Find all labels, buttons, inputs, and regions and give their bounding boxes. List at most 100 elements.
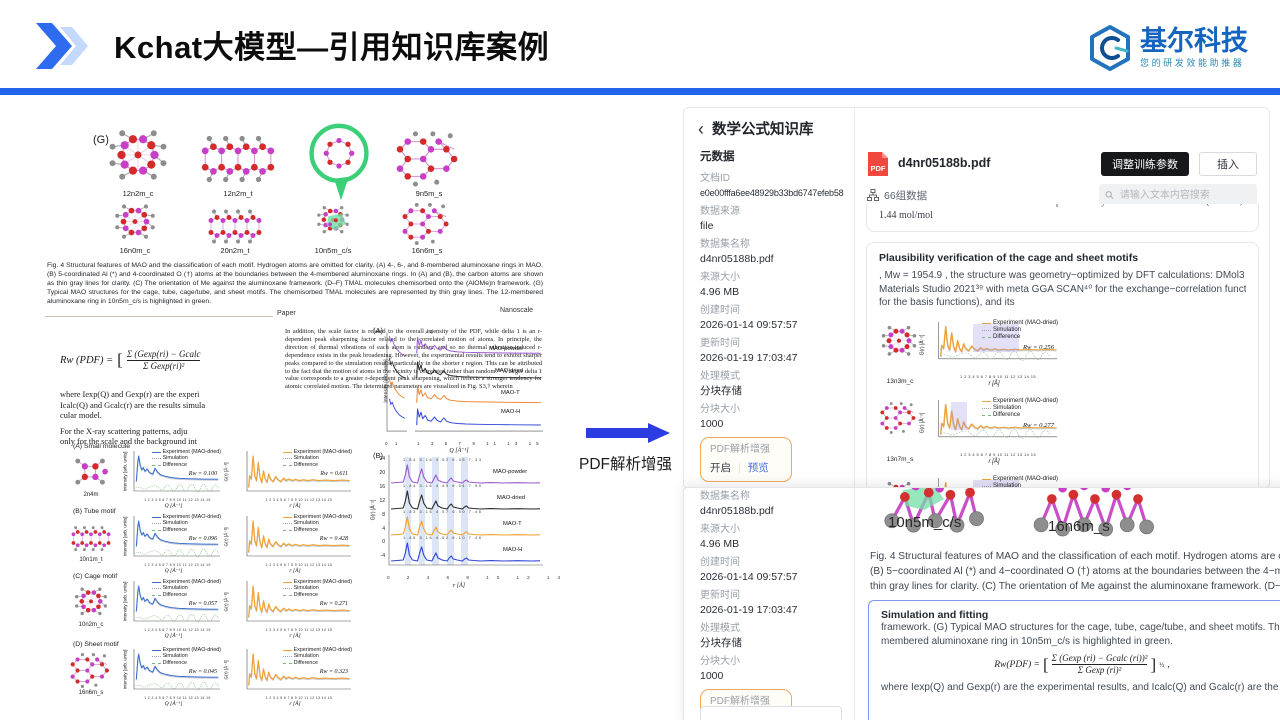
logo-name: 基尔科技	[1140, 26, 1248, 56]
molecule-13n7m_s-icon	[880, 401, 916, 434]
rw-value: Rw = 0.277	[1022, 421, 1054, 429]
paper-column-2: In addition, the scale factor is related…	[285, 328, 542, 391]
kb-panel-bottom: 数据集名称 d4nr05188b.pdf 来源大小 4.96 MB 创建时间 2…	[683, 487, 1280, 720]
divider: |	[738, 462, 741, 474]
mol-label: 16n0m_c	[119, 246, 151, 255]
curve-label: MAO-dried	[495, 368, 524, 374]
chunk-card[interactable]: Plausibility verification of the cage an…	[866, 242, 1259, 488]
fit-row-d: (D) Sheet motif 16n6m_s Intensity [arb. …	[45, 641, 390, 707]
pdf-chart: G(r) [Å⁻²] Experiment (MAO-dried)	[919, 319, 1058, 387]
logo-tagline: 您的研发效能助推器	[1140, 58, 1245, 68]
x-ticks: 1 2 3 4 5 6 7 8 9 10 11 12 13 14 15	[265, 498, 333, 502]
mol-label: 16n6m_s	[78, 690, 104, 696]
molecule-16n6m_s-icon	[70, 652, 110, 689]
mol-label: 20n2m_t	[220, 246, 250, 255]
molecule-13n3m_c-icon	[881, 325, 917, 356]
preview-link[interactable]: 预览	[747, 462, 769, 474]
field-process-mode: 处理模式 分块存储	[700, 371, 742, 397]
insert-button[interactable]: 插入	[1199, 152, 1257, 176]
kb-main: 10n5m_c/s 16n6m_s Fig. 4 Structural feat…	[866, 488, 1280, 720]
field-source-size: 来源大小 4.96 MB	[700, 524, 740, 550]
panel-tag: (A)	[373, 326, 383, 335]
arrow-label: PDF解析增强	[579, 456, 673, 473]
row-tag: (C) Cage motif	[73, 573, 118, 580]
formula-prefix: Rw (PDF) =	[60, 354, 114, 366]
molecule-10n1m_t-icon	[71, 525, 111, 552]
pdf-chart: G(r) [Å⁻²] Experiment (MAO-dried) Simula…	[223, 647, 352, 707]
x-ticks: 0 1	[385, 441, 401, 446]
pdf-chart: G(r) [Å⁻²] Experiment (MAO-dried)	[929, 476, 1059, 488]
curve-label: MAO-T	[501, 390, 520, 396]
field-dataset-name: 数据集名称 d4nr05188b.pdf	[700, 491, 774, 517]
chunk-title: Plausibility verification of the cage an…	[879, 252, 1139, 264]
field-doc-id: 文档ID e0e00fffa6ee48929b33bd6747efeb58	[700, 173, 844, 198]
data-count-row: 66组数据	[867, 184, 927, 206]
pdf-chart: G(r) [Å⁻²] Experiment (MAO-dried)	[919, 397, 1058, 465]
mol-label: 16n6m_s	[1048, 518, 1110, 535]
rw-formula: Rw(PDF) = [ Σ (Gexp (ri) − Gcalc (ri))² …	[994, 653, 1170, 675]
x-axis-label: Q [Å⁻¹]	[164, 503, 183, 509]
y-ticks: 24 20 16 12 8 4 0 -4	[379, 456, 385, 560]
xrd-chart: Intensity [arb. units] Experiment (MAO-d…	[122, 514, 221, 574]
xrd-chart: Intensity [arb. units] Experiment (MAO-d…	[122, 449, 222, 509]
x-ticks: 1 3 5 7 9 11 13 15	[417, 441, 544, 446]
paper-screenshot: (G) 12n2m_c 12n2m_t 9n5m_s 16n0m_c 20n2m…	[45, 112, 569, 712]
kb-sidebar: 数据集名称 d4nr05188b.pdf 来源大小 4.96 MB 创建时间 2…	[700, 491, 852, 720]
peak-labels: 1.84 3.16 4.49 6.04 7.50	[403, 484, 483, 488]
mol-label: 12n2m_t	[223, 189, 253, 198]
x-axis-label: r [Å]	[289, 503, 301, 509]
field-updated: 更新时间 2026-01-19 17:03:47	[700, 590, 798, 616]
chunk-card[interactable]: sheet model was created that matches the…	[866, 204, 1259, 232]
pdf-chart: G(r) [Å⁻²] Experiment (MAO-dried) Simula…	[223, 579, 352, 639]
mol-label: 10n5m_c/s	[888, 514, 962, 531]
rw-formula: Rw (PDF) = [ Σ (Gexp(ri) − Gcalc Σ Gexp(…	[60, 338, 276, 382]
search-input[interactable]	[1117, 188, 1251, 202]
peak-labels: 1.85 3.16 4.52 6.10 7.46	[403, 536, 483, 540]
row-tag: (A) Small molecule	[73, 443, 131, 450]
mol-label: 10n1m_t	[79, 557, 103, 563]
field-created: 创建时间 2026-01-14 09:57:57	[700, 557, 798, 583]
fit-row-c: (C) Cage motif 10n2m_c Intensity [arb. u…	[45, 573, 390, 639]
field-source: 数据来源 file	[700, 206, 740, 232]
legend: Experiment (MAO-dried) Simulation Differ…	[151, 449, 221, 468]
mol-label: 13n3m_c	[886, 377, 914, 385]
metadata-title: 元数据	[700, 151, 735, 163]
mol-label: 12n2m_c	[122, 189, 154, 198]
pdf-enhance-box: PDF解析增强 开启|预览	[700, 437, 792, 482]
logo: 基尔科技 您的研发效能助推器	[1086, 24, 1248, 72]
curve-label: MAO-powder	[489, 346, 524, 352]
dataset-branch-icon	[867, 189, 879, 201]
back-chevron-icon[interactable]: ‹	[698, 118, 704, 139]
molecule-10n5m_cs-icon	[293, 198, 373, 246]
logo-text-block: 基尔科技 您的研发效能助推器	[1140, 27, 1248, 69]
stack-chart-b: (B) 24 20 16 12 8 4 0 -4 G(r) [Å⁻²] 1.84…	[370, 451, 569, 589]
highlight-band	[973, 479, 1019, 488]
field-process-mode: 处理模式 分块存储	[700, 623, 742, 649]
molecule-20n2m_t-icon	[208, 209, 262, 244]
molecule-16n0m_c-icon	[114, 203, 156, 240]
mol-label: 2n4m	[83, 492, 99, 498]
page-title: Kchat大模型—引用知识库案例	[114, 30, 550, 65]
fit-row-b: (B) Tube motif 10n1m_t Intensity [arb. u…	[45, 508, 390, 574]
field-chunk-size: 分块大小 1000	[700, 656, 740, 682]
sidebar-divider	[854, 108, 855, 488]
kb-main: PDF d4nr05188b.pdf 调整训练参数 插入 66组数据	[866, 144, 1269, 488]
x4-annotation: × 4	[425, 330, 433, 336]
pdf-chart: G(r) [Å⁻²] Experiment (MAO-dried) Simula…	[223, 514, 352, 574]
mol-label: 10n2m_c	[78, 622, 104, 628]
formula-chunk-card[interactable]: Simulation and fitting framework. (G) Ty…	[868, 600, 1280, 720]
molecule-16n6m_s-icon	[402, 202, 449, 246]
pdf-file-icon: PDF	[868, 152, 888, 176]
x-ticks: 1 2 3 4 5 6 7 8 9 10 11 12 13 14 15	[144, 498, 211, 502]
fit-row-a: (A) Small molecule 2n4m Intensity [arb. …	[45, 443, 390, 509]
adjust-training-button[interactable]: 调整训练参数	[1101, 152, 1189, 176]
peak-labels: 1.84 3.16 4.52 6.05 7.33	[403, 458, 483, 462]
legend: Experiment (MAO-dried) Simulation Differ…	[282, 449, 352, 468]
mol-label: 16n6m_s	[411, 246, 443, 255]
figure-caption: Fig. 4 Structural features of MAO and th…	[47, 262, 543, 305]
file-name: d4nr05188b.pdf	[898, 156, 991, 170]
view-original-button-partial[interactable]	[700, 706, 842, 720]
flow-arrow-icon	[586, 423, 672, 443]
paper-column-1: where Iexp(Q) and Gexp(r) are the experi…	[60, 390, 206, 447]
